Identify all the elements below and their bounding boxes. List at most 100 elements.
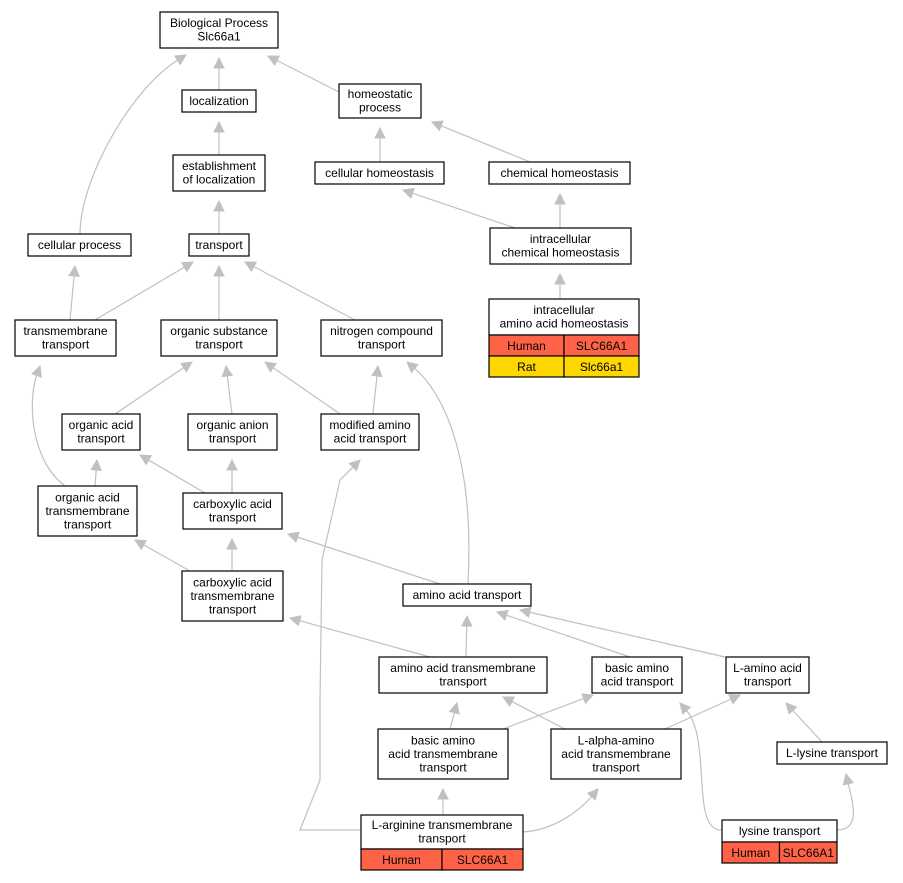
node-label-line: transport [195, 338, 243, 352]
edge-arrowhead [31, 364, 42, 378]
edge-arrowhead [554, 272, 566, 285]
edge-arrowhead [406, 361, 419, 374]
edge-arrowhead [221, 364, 234, 378]
node-box [314, 161, 445, 185]
go-term-node-aa-transport[interactable]: amino acid transport [402, 583, 532, 607]
node-label-line: amino acid homeostasis [500, 317, 629, 331]
edge-line [253, 266, 356, 321]
edge-arrowhead [213, 199, 225, 212]
edge-arrowhead [174, 54, 187, 66]
edge-arrowhead [430, 120, 444, 132]
node-box [591, 656, 683, 694]
node-label-line: transport [439, 675, 487, 689]
gene-cell [563, 355, 640, 378]
node-box [320, 413, 420, 451]
node-box [550, 728, 682, 780]
go-term-node-cell-homeo[interactable]: cellular homeostasis [314, 161, 445, 185]
edge-basic-aa-tm-to-aa-tm [448, 701, 460, 730]
edge-line [79, 59, 178, 235]
node-label-line: homeostatic [348, 87, 413, 101]
edge-line [226, 375, 233, 415]
gene-label: SLC66A1 [783, 846, 835, 860]
edge-l-aa-to-aa-transport [518, 606, 726, 658]
edge-cell-homeo-to-homeostatic [374, 126, 386, 162]
edge-l-alpha-to-l-aa [664, 694, 742, 730]
edge-line [506, 614, 631, 658]
node-label-line: lysine transport [739, 824, 821, 838]
edge-mod-aa-to-org-sub [264, 361, 341, 415]
edge-localization-to-bp [213, 56, 225, 90]
node-box [37, 485, 138, 537]
edge-line [511, 701, 566, 730]
edge-line [297, 536, 441, 585]
edge-aa-transport-to-nitrogen [406, 361, 470, 585]
edge-arrowhead [226, 458, 238, 471]
edge-l-alpha-to-aa-tm [502, 696, 566, 730]
gene-label: Slc66a1 [580, 360, 624, 374]
node-box [377, 728, 509, 780]
node-box [181, 570, 284, 622]
edge-line [114, 367, 185, 415]
edge-arrowhead [134, 539, 148, 551]
edge-line [836, 783, 854, 831]
edge-line [299, 620, 431, 658]
edge-mod-aa-to-nitrogen [371, 364, 383, 415]
edge-org-anion-to-org-sub [221, 364, 234, 415]
edge-arrowhead [460, 614, 473, 627]
go-term-node-cellular-process[interactable]: cellular process [27, 233, 132, 257]
node-label-line: organic acid [69, 418, 134, 432]
go-term-node-transport[interactable]: transport [188, 233, 250, 257]
edge-org-acid-tm-to-tm-transport [31, 364, 66, 487]
edge-arrowhead [226, 537, 238, 550]
go-term-node-l-lysine[interactable]: L-lysine transport [776, 741, 888, 765]
edge-line [441, 125, 531, 163]
edge-line [94, 469, 97, 487]
node-box [14, 319, 117, 357]
edge-arrowhead [266, 55, 281, 66]
edge-line [414, 368, 470, 585]
edge-ic-aa-homeo-to-ic-chem-homeo [554, 272, 566, 299]
go-term-node-chem-homeo[interactable]: chemical homeostasis [488, 161, 631, 185]
node-box [402, 583, 532, 607]
node-box [378, 656, 548, 694]
node-box [181, 89, 257, 113]
node-box [188, 233, 250, 257]
node-box [488, 161, 631, 185]
gene-cell [778, 841, 838, 864]
go-term-node-localization[interactable]: localization [181, 89, 257, 113]
node-label-line: Slc66a1 [197, 30, 241, 44]
edge-establishment-to-localization [213, 120, 225, 155]
node-label-line: basic amino [411, 733, 475, 747]
edge-arrowhead [728, 694, 742, 705]
gene-label: SLC66A1 [576, 339, 628, 353]
node-label-line: transport [592, 760, 640, 774]
node-box [489, 227, 632, 265]
gene-label: SLC66A1 [457, 853, 509, 867]
edge-carbox-tm-to-carbox [226, 537, 238, 571]
edge-lysine-to-basic-aa [679, 702, 723, 831]
edge-l-arg-to-basic-aa-tm [437, 787, 449, 815]
node-label-line: carboxylic acid [193, 497, 272, 511]
